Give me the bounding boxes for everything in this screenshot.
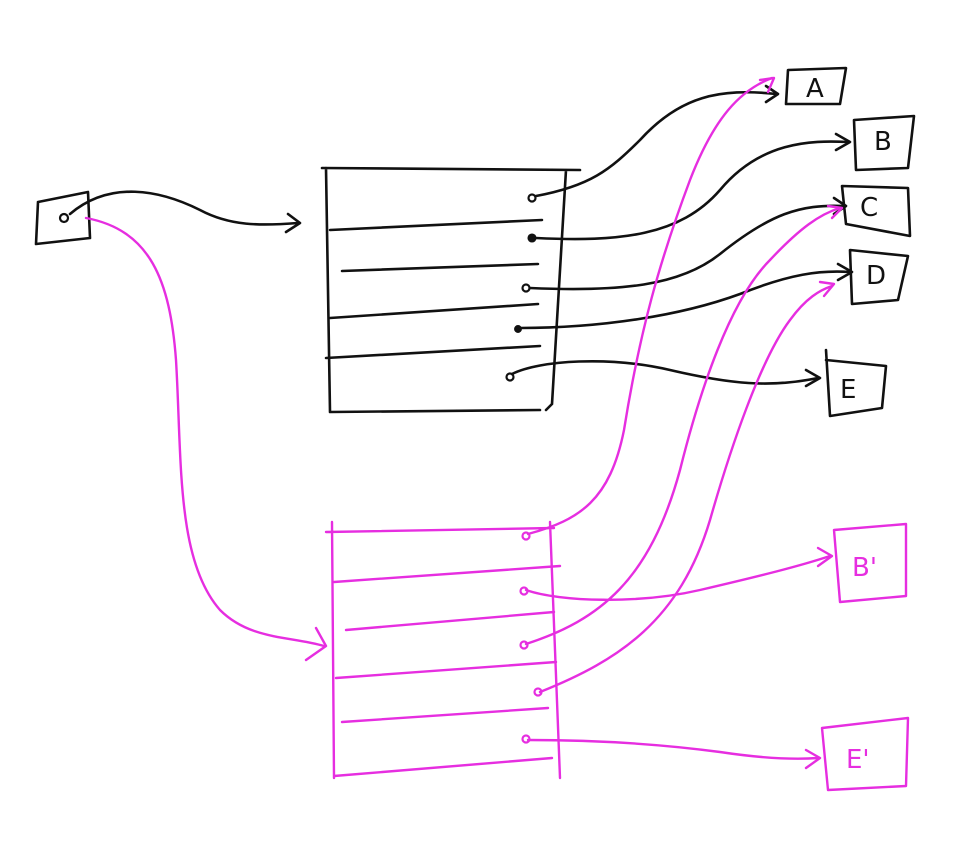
box-b-prime [832, 522, 908, 604]
copy-pointer-to-d-arrowhead [818, 280, 836, 298]
copy-pointer-to-c [524, 206, 842, 646]
root-to-copy-arrow [84, 216, 326, 648]
label-e: E [840, 375, 856, 405]
pointer-to-e [510, 360, 820, 385]
pointer-to-e-arrowhead [804, 368, 822, 388]
pointer-to-b [534, 140, 850, 241]
label-d: D [866, 261, 886, 291]
label-a: A [806, 74, 824, 104]
label-b: B [874, 127, 892, 157]
label-b-prime: B' [852, 553, 877, 583]
copy-table-row-line [332, 564, 562, 584]
pointer-to-b-arrowhead [834, 132, 852, 152]
original-slot-dot [527, 233, 537, 243]
original-slot-dot [527, 193, 537, 203]
original-slot-dot [521, 283, 531, 293]
original-group: A B C D E [34, 66, 916, 418]
copy-pointer-to-e-prime [526, 738, 820, 760]
copy-pointer-to-b-prime [524, 554, 832, 601]
copy-pointer-to-d [538, 284, 834, 694]
root-to-table-arrow [68, 190, 300, 226]
pointer-to-d [518, 270, 852, 330]
label-e-prime: E' [846, 745, 870, 775]
root-to-table-arrowhead [284, 212, 302, 234]
box-e [824, 348, 888, 418]
copy-table-row-line [340, 706, 550, 724]
root-pointer-dot [58, 212, 70, 224]
copy-pointer-to-e-prime-arrowhead [804, 748, 822, 770]
copy-group: B' E' [84, 76, 910, 792]
copy-table-frame [324, 520, 562, 780]
root-pointer-box [34, 190, 92, 246]
copy-table-row-line [344, 610, 556, 632]
root-to-copy-arrowhead [304, 626, 328, 662]
box-d [848, 248, 910, 306]
copy-pointer-to-b-prime-arrowhead [816, 546, 834, 568]
copy-pointer-to-a [526, 76, 774, 536]
box-b [852, 114, 916, 172]
original-table-row-line [340, 262, 540, 273]
box-e-prime [820, 716, 910, 792]
copy-pointer-to-a-arrowhead [758, 76, 776, 94]
pointer-to-c [528, 204, 846, 291]
pointer-to-a [534, 91, 778, 198]
original-table-row-line [324, 344, 542, 360]
box-a [784, 66, 848, 106]
original-table-row-line [328, 218, 544, 232]
original-table-frame [320, 166, 582, 414]
copy-table-row-line [334, 660, 558, 680]
copy-pointer-to-c-arrowhead [826, 204, 844, 220]
box-c [840, 184, 912, 238]
label-c: C [860, 193, 878, 223]
original-table-row-line [328, 302, 540, 320]
